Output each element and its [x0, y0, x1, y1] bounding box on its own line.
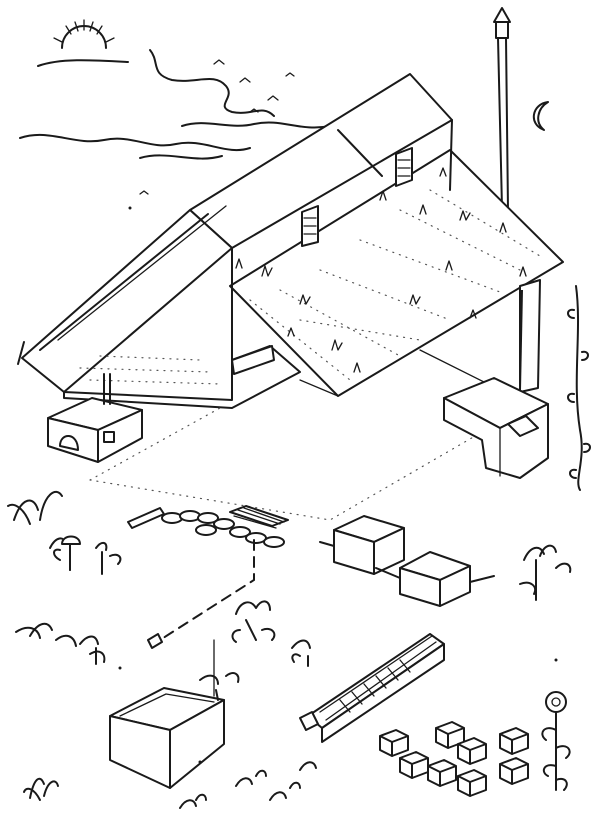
- moon-icon: [533, 101, 549, 131]
- chimney-pipe: [493, 7, 511, 211]
- ground-marks: [118, 206, 558, 764]
- climbing-vine: [567, 285, 591, 491]
- birds: [139, 59, 295, 195]
- clouds: [19, 49, 331, 160]
- buried-pipe: [147, 539, 255, 649]
- cook-stove: [47, 373, 143, 463]
- settling-boxes: [319, 515, 495, 607]
- sunflower-icon: [541, 691, 571, 791]
- stone-path: [127, 507, 285, 548]
- greenhouse-roof: [17, 73, 453, 409]
- open-tank: [109, 639, 225, 789]
- ground-plane: [89, 349, 521, 521]
- sun-icon: [37, 19, 129, 67]
- seedling-blocks: [379, 721, 529, 797]
- plants: [7, 490, 572, 809]
- drainage-grate: [229, 505, 289, 529]
- water-tank: [443, 377, 549, 479]
- planting-trough: [299, 633, 445, 743]
